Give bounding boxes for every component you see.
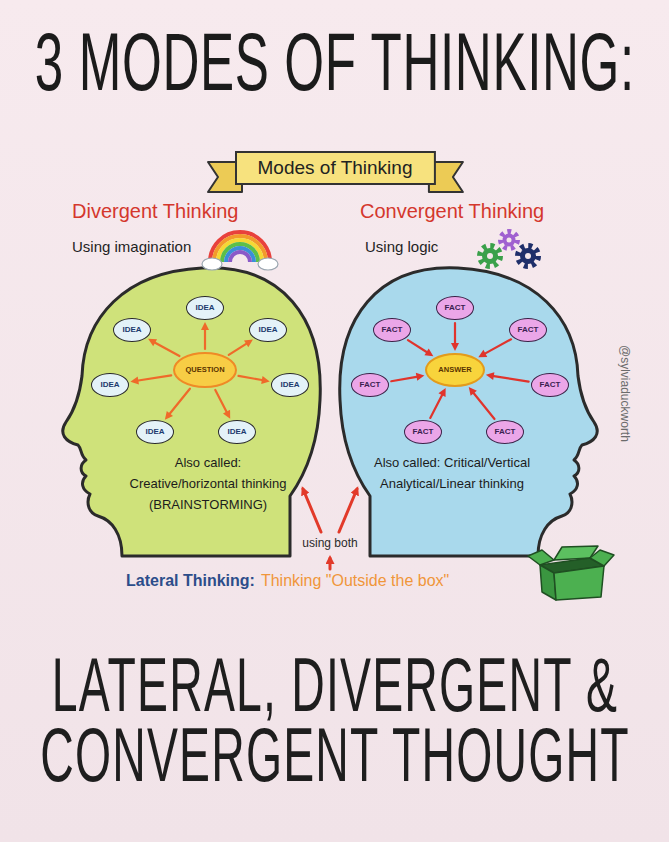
text-holder: Also called: Creative/horizontal thinkin… [126, 452, 290, 515]
box-side [540, 565, 556, 600]
divergent-head: Divergent ThinkingUsing imaginationAlso … [60, 195, 322, 565]
gears-icon [480, 232, 538, 267]
bubble-text: IDEA [258, 326, 277, 335]
fact-bubble: FACT [509, 318, 547, 342]
gear-hole [525, 253, 531, 259]
head-shape [63, 268, 320, 556]
idea-bubble: IDEA [186, 296, 224, 320]
bubble-text: IDEA [145, 428, 164, 437]
gear-teeth [480, 246, 500, 266]
fact-bubble: FACT [486, 420, 524, 444]
mode-heading: Divergent Thinking [72, 200, 238, 223]
red-arrow [303, 489, 321, 532]
label-holder: Thinking "Outside the box" [261, 572, 449, 590]
rainbow-icon [202, 232, 278, 270]
bubble-text: FACT [518, 326, 539, 335]
idea-bubble: IDEA [249, 318, 287, 342]
bubble-text: FACT [495, 428, 516, 437]
idea-bubble: IDEA [271, 373, 309, 397]
question-bubble: QUESTION [173, 352, 237, 388]
gear-teeth [518, 246, 538, 266]
bubble-text: ANSWER [438, 366, 471, 374]
label-holder: using both [302, 536, 357, 550]
cloud [202, 258, 222, 270]
text-holder: Using logic [365, 238, 438, 255]
idea-bubble: IDEA [91, 373, 129, 397]
title-banner: Modes of Thinking [236, 152, 435, 184]
caption-text: LATERAL, DIVERGENT & CONVERGENT THOUGHT [30, 650, 640, 790]
rainbow-arc [222, 244, 258, 262]
text-holder: Also called: Critical/Vertical Analytica… [370, 452, 534, 494]
lateral-heading: Lateral Thinking: [126, 572, 255, 590]
text-holder: Using imagination [72, 238, 191, 255]
open-box-icon [528, 546, 614, 600]
title-holder: 3 MODES OF THINKING: [0, 14, 669, 110]
fact-bubble: FACT [404, 420, 442, 444]
rainbow-arc [218, 240, 262, 262]
mode-heading: Convergent Thinking [360, 200, 544, 223]
rainbow-arc [226, 248, 254, 262]
answer-bubble: ANSWER [425, 353, 485, 387]
convergent-head: Convergent ThinkingUsing logicAlso calle… [338, 195, 600, 565]
bubble-text: IDEA [122, 326, 141, 335]
rainbow-arc [210, 232, 270, 262]
bubble-text: FACT [360, 381, 381, 390]
bubble-text: IDEA [195, 304, 214, 313]
box-front [554, 566, 604, 600]
red-arrow [329, 558, 332, 569]
label-holder: @sylviaduckworth [618, 345, 632, 442]
fact-bubble: FACT [436, 296, 474, 320]
gear-teeth [501, 232, 518, 249]
also-called-text: Also called: Creative/horizontal thinkin… [126, 452, 290, 515]
idea-bubble: IDEA [218, 420, 256, 444]
label-holder: Lateral Thinking: [126, 572, 255, 590]
gear-hole [507, 238, 512, 243]
fact-bubble: FACT [531, 373, 569, 397]
watermark: @sylviaduckworth [618, 345, 632, 442]
fact-bubble: FACT [351, 373, 389, 397]
gear-body [482, 248, 498, 264]
cloud [258, 258, 278, 270]
mode-subheading: Using logic [365, 238, 438, 255]
gear-hole [487, 253, 493, 259]
bubble-text: IDEA [227, 428, 246, 437]
ribbon-front [236, 152, 435, 184]
bubble-text: QUESTION [185, 366, 224, 374]
bubble-text: IDEA [100, 381, 119, 390]
rainbow-arc [230, 252, 250, 262]
bubble-text: IDEA [280, 381, 299, 390]
idea-bubble: IDEA [113, 318, 151, 342]
also-called-text: Also called: Critical/Vertical Analytica… [370, 452, 534, 494]
using-both-arrows [303, 489, 357, 569]
bubble-text: FACT [540, 381, 561, 390]
text-holder: Convergent Thinking [360, 200, 544, 223]
banner-text: Modes of Thinking [258, 157, 413, 179]
red-arrow [339, 489, 357, 532]
using-both-note: using both [302, 536, 357, 550]
text-holder: Divergent Thinking [72, 200, 238, 223]
caption-holder: LATERAL, DIVERGENT & CONVERGENT THOUGHT [30, 650, 640, 790]
connector-line [454, 323, 456, 343]
box-right-flap [590, 550, 614, 566]
lateral-description: Thinking "Outside the box" [261, 572, 449, 590]
gear-body [520, 248, 536, 264]
bubble-text: FACT [382, 326, 403, 335]
rainbow-arc [214, 236, 266, 262]
mode-subheading: Using imagination [72, 238, 191, 255]
connector-line [204, 330, 206, 349]
title-text: 3 MODES OF THINKING: [35, 14, 635, 110]
gear-body [503, 234, 516, 247]
bubble-text: FACT [413, 428, 434, 437]
head-shape [340, 268, 597, 556]
bubble-text: FACT [445, 304, 466, 313]
idea-bubble: IDEA [136, 420, 174, 444]
fact-bubble: FACT [373, 318, 411, 342]
